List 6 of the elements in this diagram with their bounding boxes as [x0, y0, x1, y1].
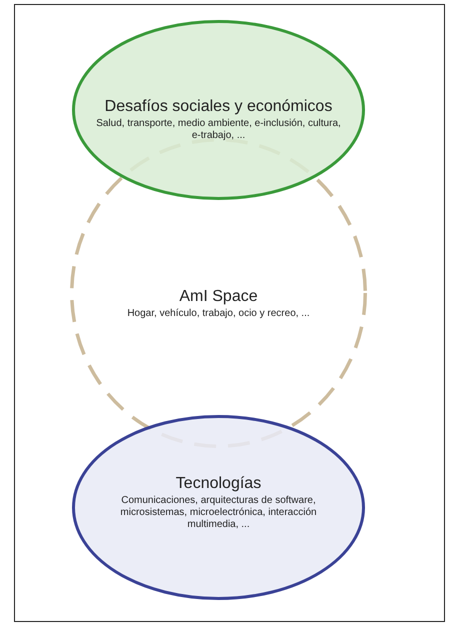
space-description: Hogar, vehículo, trabajo, ocio y recreo, ...	[126, 308, 311, 320]
technologies-heading: Tecnologías	[176, 475, 262, 493]
space-heading: AmI Space	[179, 288, 258, 306]
technologies-description: Comunicaciones, arquitecturas de software, microsistemas, microelectrónica, interacción multimedia, ...	[119, 495, 318, 531]
challenges-heading: Desafíos sociales y económicos	[104, 98, 332, 116]
challenges-description: Salud, transporte, medio ambiente, e-inclusión, cultura, e-trabajo, ...	[96, 118, 341, 142]
